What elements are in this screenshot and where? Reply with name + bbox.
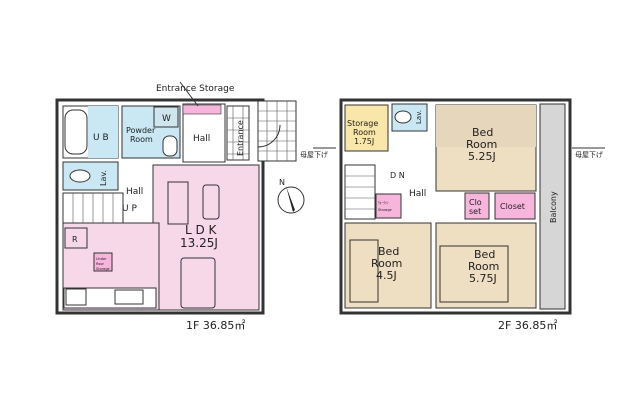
compass: N [277, 178, 305, 214]
hall-label-1f: Hall [126, 187, 143, 197]
balcony-label: Balcony [549, 191, 558, 223]
bed3-label-3: 5.75J [469, 272, 497, 285]
bed-icon-3 [439, 245, 509, 303]
entrance-label: Entrance [236, 120, 245, 156]
leader-line [179, 81, 199, 107]
dn-label: D N [390, 171, 405, 180]
ub-label: U B [93, 133, 109, 143]
closet-small-label-2: set [469, 207, 481, 216]
table-icon [202, 184, 220, 220]
closet-label: Closet [500, 202, 525, 211]
bed2-label-1: Bed [378, 245, 399, 258]
entrance-storage [182, 104, 222, 115]
storage-room [344, 104, 389, 152]
refrigerator-icon [64, 227, 88, 249]
floor-2 [339, 98, 572, 315]
lav-label-2f: Lav. [415, 110, 423, 124]
bathtub-icon [64, 109, 88, 155]
kitchen-sink-icon [114, 289, 144, 305]
walkin-storage [375, 193, 402, 219]
roof-note-left: 母屋下げ [300, 150, 328, 159]
ldk-label: L D K [185, 223, 218, 237]
ub-room [88, 106, 118, 158]
washer-icon [153, 106, 179, 128]
ldk-size: 13.25J [180, 236, 218, 250]
storage-label-2: Room [353, 128, 376, 137]
underfloor-label-2: floor [96, 262, 104, 266]
north-label: N [279, 178, 285, 187]
underfloor-label-1: Under [96, 257, 107, 261]
balcony [539, 103, 566, 310]
north-arrow-icon [286, 186, 295, 212]
dining-table-icon [180, 257, 216, 309]
closet-small-label-1: Clo [469, 198, 482, 207]
powder-label-1: Powder [126, 126, 156, 135]
r-label: R [72, 235, 78, 244]
bedroom-1-hatch [436, 105, 536, 147]
up-label: U P [122, 204, 137, 214]
floor-1 [55, 81, 297, 315]
bed2-label-2: Room [371, 257, 402, 270]
underfloor-storage [93, 252, 113, 272]
w-label: W [162, 114, 171, 124]
bed1-label-2: Room [466, 138, 497, 151]
entrance-area [226, 105, 250, 161]
walkin-label-2: Storage [378, 208, 392, 212]
bed3-label-1: Bed [474, 248, 495, 261]
bed1-label-3: 5.25J [468, 150, 496, 163]
powder-label-2: Room [130, 135, 153, 144]
walkin-label-1: ｳｫｰｸｲﾝ [378, 200, 389, 205]
sofa-icon [167, 181, 189, 225]
underfloor-label-3: Storage [96, 267, 110, 271]
floor1-area: 1F 36.85㎡ [186, 319, 245, 332]
roof-note-right: 母屋下げ [575, 150, 603, 159]
lav-label-1f: Lav. [99, 170, 108, 186]
floor2-area: 2F 36.85㎡ [498, 319, 557, 332]
bed2-label-3: 4.5J [376, 269, 397, 282]
toilet-icon [69, 169, 91, 183]
closet [494, 192, 536, 220]
bed1-label-1: Bed [472, 126, 493, 139]
stairs-2f [344, 164, 376, 220]
closet-small [464, 192, 490, 220]
toilet-icon-2f [394, 110, 412, 124]
entrance-storage-label: Entrance Storage [156, 84, 235, 94]
hall-top-label: Hall [193, 134, 210, 144]
bed3-label-2: Room [468, 260, 499, 273]
storage-label-1: Storage [347, 119, 378, 128]
stove-icon [65, 288, 87, 306]
hall-label-2f: Hall [409, 189, 426, 199]
sink-icon [162, 135, 178, 157]
door-swing [257, 124, 281, 148]
storage-label-3: 1.75J [354, 137, 374, 146]
bed-icon-2 [349, 239, 379, 303]
